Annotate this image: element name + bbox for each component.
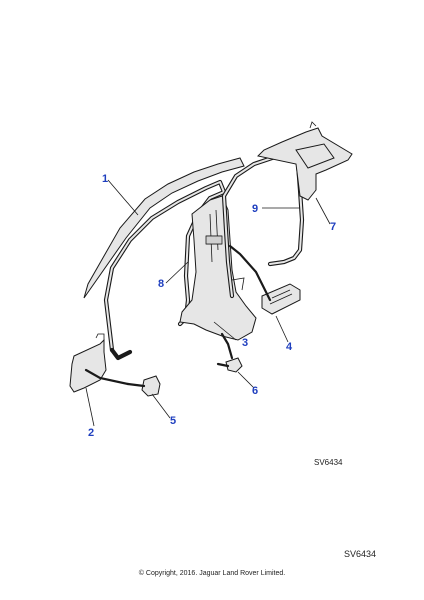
part-6-clip: [225, 357, 243, 373]
leader-3: [213, 321, 237, 341]
part-4-fitment-line: [228, 244, 272, 302]
b-pillar-slot: [231, 277, 245, 291]
leader-7: [315, 197, 331, 225]
callout-7: 7: [330, 221, 336, 233]
callout-9: 9: [252, 203, 258, 215]
kick-panel-tab: [95, 333, 105, 340]
callout-1: 1: [102, 173, 108, 185]
leader-8: [165, 261, 189, 284]
c-pillar-window: [295, 143, 335, 169]
callout-4: 4: [286, 341, 293, 353]
leader-4: [275, 315, 289, 343]
copyright-notice: © Copyright, 2016. Jaguar Land Rover Lim…: [138, 570, 286, 577]
seal-end: [109, 347, 133, 361]
part-2-kick-panel: [69, 338, 107, 393]
leader-2: [85, 387, 95, 427]
part-3-b-pillar-trim: [179, 195, 257, 341]
callout-5: 5: [170, 415, 176, 427]
part-5-fitment-line: [84, 368, 130, 386]
leader-6: [237, 371, 255, 389]
clip-stem-6: [216, 362, 230, 368]
part-6-fitment-line: [220, 332, 234, 360]
part-1-roof-trim: [83, 157, 245, 299]
grab-handle-slot: [269, 289, 293, 305]
part-5-clip: [141, 375, 161, 397]
clip-stem: [126, 382, 146, 388]
reference-code-large: SV6434: [344, 549, 376, 559]
leader-5: [151, 393, 171, 419]
callout-8: 8: [158, 278, 164, 290]
c-pillar-tab: [309, 121, 317, 129]
reference-code-small: SV6434: [314, 458, 343, 467]
leader-1: [107, 179, 139, 216]
callout-3: 3: [242, 337, 248, 349]
callout-2: 2: [88, 427, 94, 439]
callout-6: 6: [252, 385, 258, 397]
